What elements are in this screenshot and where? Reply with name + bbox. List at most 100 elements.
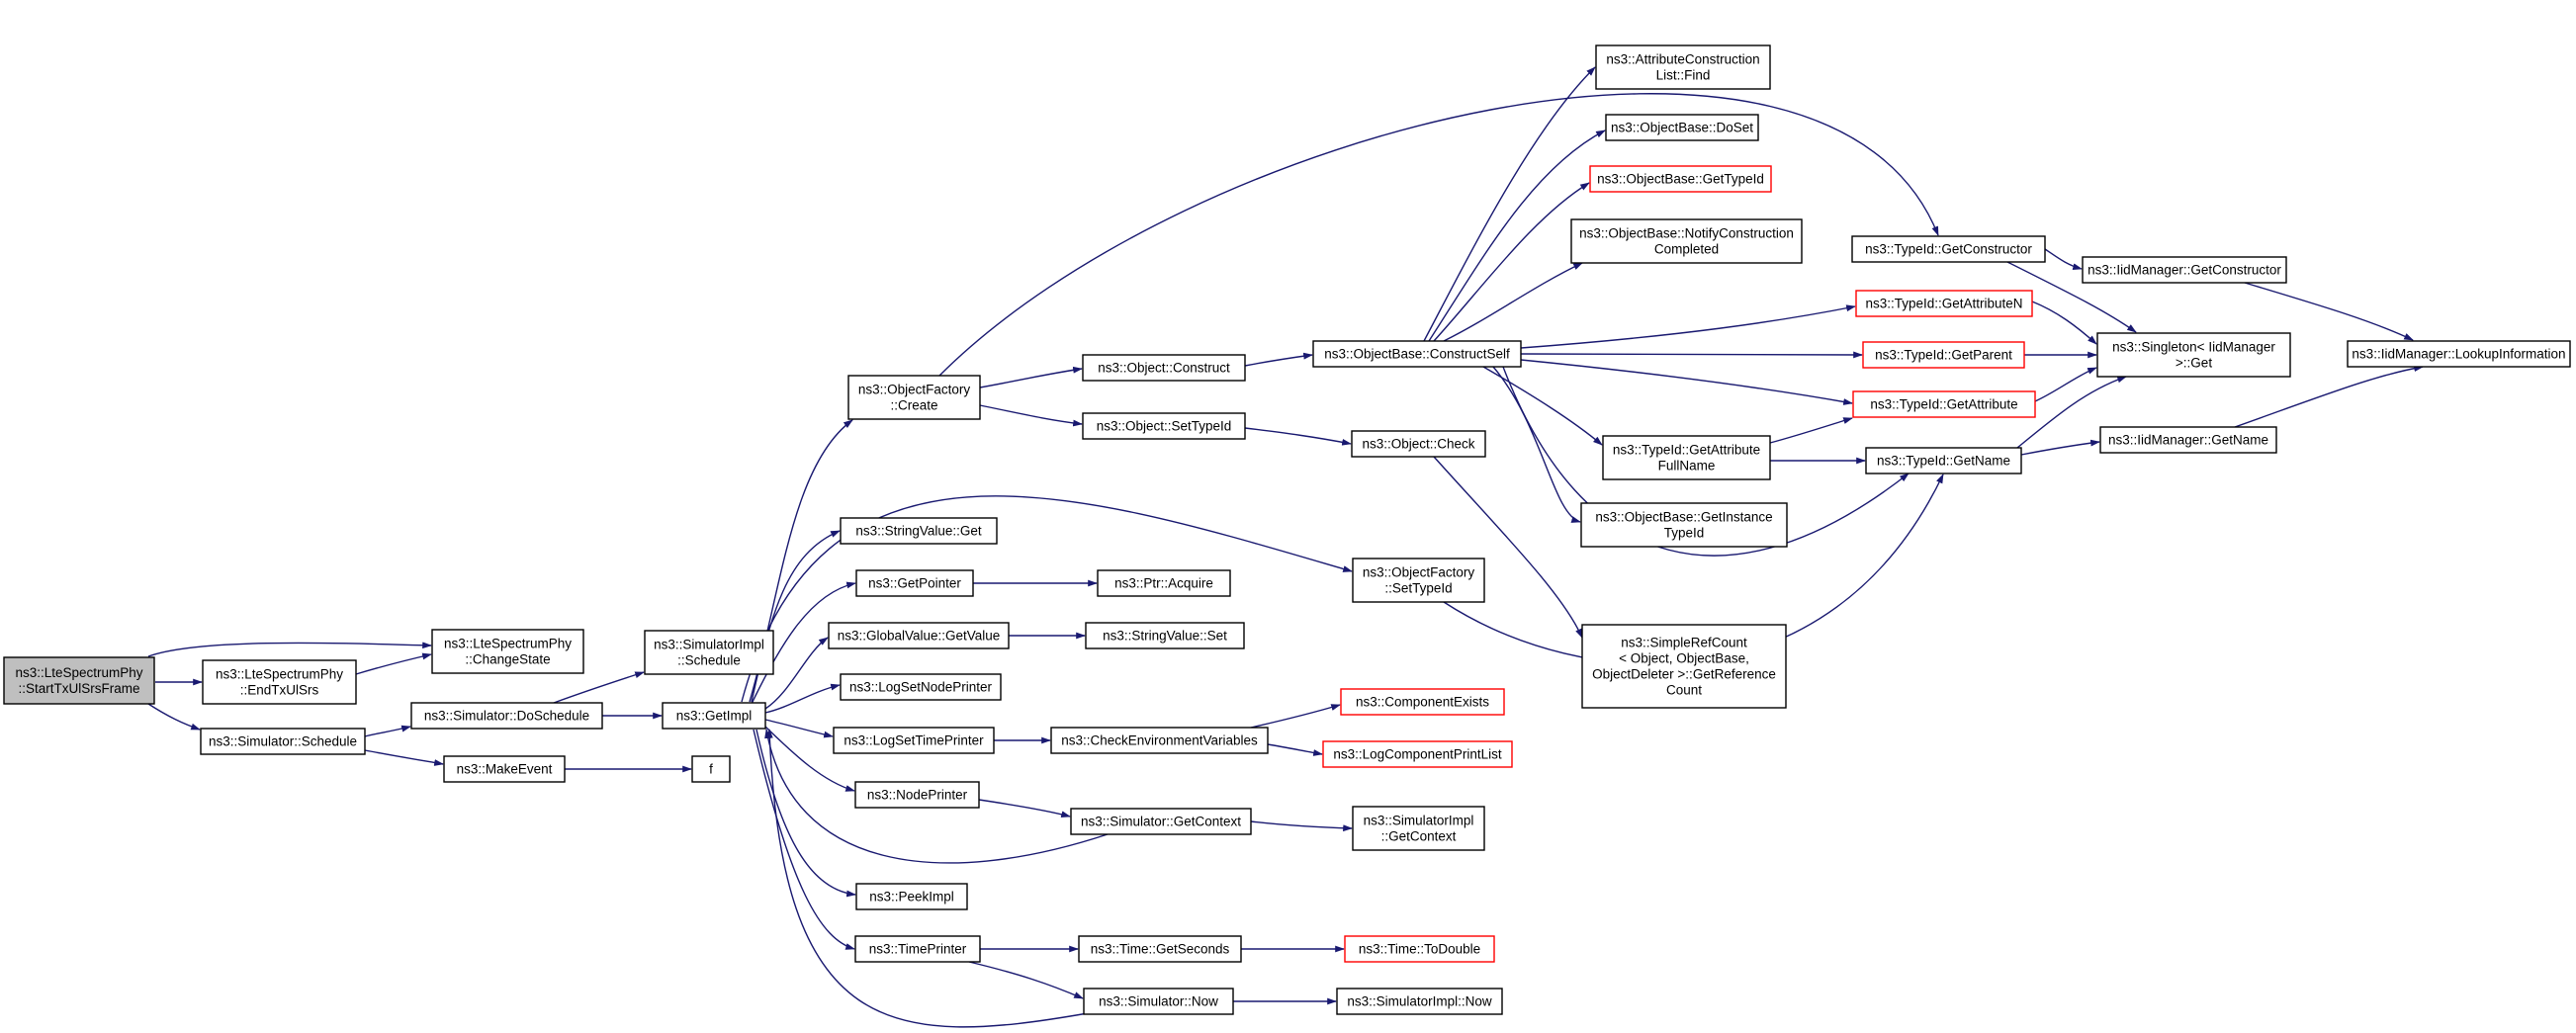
function-node[interactable]: ns3::Time::GetSeconds [1078, 935, 1242, 963]
node-box[interactable] [2099, 426, 2277, 454]
node-box[interactable] [1085, 622, 1245, 649]
node-box[interactable] [1589, 165, 1772, 193]
function-node[interactable]: ns3::LteSpectrumPhy::EndTxUlSrs [202, 659, 357, 705]
function-node[interactable]: ns3::GetPointer [855, 569, 974, 597]
function-node[interactable]: ns3::ObjectBase::GetTypeId [1589, 165, 1772, 193]
function-node[interactable]: ns3::SimulatorImpl::Now [1336, 988, 1503, 1015]
node-box[interactable] [1352, 558, 1485, 603]
node-box[interactable] [1344, 935, 1495, 963]
node-box[interactable] [1082, 354, 1246, 382]
function-node[interactable]: ns3::GlobalValue::GetValue [828, 622, 1010, 649]
node-box[interactable] [1855, 290, 2033, 317]
function-node[interactable]: ns3::SimulatorImpl::Schedule [644, 630, 774, 675]
function-node[interactable]: ns3::TypeId::GetAttribute [1852, 390, 2036, 418]
function-node[interactable]: ns3::SimpleRefCount< Object, ObjectBase,… [1581, 624, 1787, 709]
node-box[interactable] [1862, 341, 2025, 369]
function-node[interactable]: ns3::Object::Check [1351, 430, 1486, 458]
node-box[interactable] [1352, 806, 1485, 851]
node-box[interactable] [1351, 430, 1486, 458]
function-node[interactable]: ns3::ObjectBase::NotifyConstructionCompl… [1570, 218, 1803, 264]
node-box[interactable] [200, 728, 366, 755]
node-box[interactable] [1336, 988, 1503, 1015]
node-box[interactable] [1605, 114, 1759, 141]
node-box[interactable] [2347, 340, 2571, 368]
function-node[interactable]: ns3::LteSpectrumPhy::StartTxUlSrsFrame [3, 656, 155, 705]
node-box[interactable] [410, 702, 603, 730]
function-node[interactable]: ns3::IidManager::GetName [2099, 426, 2277, 454]
function-node[interactable]: ns3::Object::SetTypeId [1082, 412, 1246, 440]
node-box[interactable] [662, 702, 766, 730]
function-node[interactable]: ns3::TypeId::GetParent [1862, 341, 2025, 369]
function-node[interactable]: ns3::Time::ToDouble [1344, 935, 1495, 963]
function-node[interactable]: ns3::ComponentExists [1340, 688, 1505, 716]
node-box[interactable] [644, 630, 774, 675]
node-box[interactable] [855, 569, 974, 597]
function-node[interactable]: ns3::ObjectBase::ConstructSelf [1312, 340, 1522, 368]
function-node[interactable]: ns3::PeekImpl [855, 883, 968, 910]
node-box[interactable] [443, 755, 566, 783]
node-box[interactable] [1082, 412, 1246, 440]
node-box[interactable] [691, 755, 731, 783]
function-node[interactable]: ns3::GetImpl [662, 702, 766, 730]
function-node[interactable]: ns3::Ptr::Acquire [1097, 569, 1231, 597]
node-box[interactable] [847, 375, 981, 420]
node-box[interactable] [1852, 390, 2036, 418]
function-node[interactable]: ns3::Simulator::Schedule [200, 728, 366, 755]
function-node[interactable]: ns3::LogSetTimePrinter [833, 727, 995, 754]
node-box[interactable] [840, 517, 998, 545]
function-node[interactable]: ns3::Singleton< IidManager>::Get [2096, 332, 2291, 378]
node-box[interactable] [1865, 447, 2022, 474]
function-node[interactable]: ns3::IidManager::GetConstructor [2082, 256, 2287, 284]
function-node[interactable]: ns3::IidManager::LookupInformation [2347, 340, 2571, 368]
node-box[interactable] [855, 883, 968, 910]
function-node[interactable]: ns3::NodePrinter [854, 781, 980, 809]
function-node[interactable]: ns3::SimulatorImpl::GetContext [1352, 806, 1485, 851]
node-box[interactable] [1570, 218, 1803, 264]
node-box[interactable] [828, 622, 1010, 649]
function-node[interactable]: ns3::StringValue::Get [840, 517, 998, 545]
function-node[interactable]: ns3::TypeId::GetName [1865, 447, 2022, 474]
function-node[interactable]: ns3::TypeId::GetConstructor [1851, 235, 2046, 263]
node-box[interactable] [1340, 688, 1505, 716]
function-node[interactable]: ns3::Object::Construct [1082, 354, 1246, 382]
function-node[interactable]: ns3::Simulator::Now [1083, 988, 1234, 1015]
node-box[interactable] [1050, 727, 1269, 754]
node-box[interactable] [1581, 624, 1787, 709]
node-box[interactable] [2096, 332, 2291, 378]
node-box[interactable] [431, 629, 584, 674]
function-node[interactable]: ns3::LogComponentPrintList [1322, 740, 1513, 768]
node-box[interactable] [1851, 235, 2046, 263]
node-box[interactable] [1083, 988, 1234, 1015]
node-box[interactable] [202, 659, 357, 705]
function-node[interactable]: f [691, 755, 731, 783]
function-node[interactable]: ns3::ObjectFactory::SetTypeId [1352, 558, 1485, 603]
function-node[interactable]: ns3::LogSetNodePrinter [840, 673, 1002, 701]
node-box[interactable] [833, 727, 995, 754]
node-box[interactable] [840, 673, 1002, 701]
function-node[interactable]: ns3::TypeId::GetAttributeN [1855, 290, 2033, 317]
node-box[interactable] [3, 656, 155, 705]
node-box[interactable] [1097, 569, 1231, 597]
node-box[interactable] [2082, 256, 2287, 284]
node-box[interactable] [1580, 502, 1788, 548]
node-box[interactable] [854, 935, 981, 963]
function-node[interactable]: ns3::LteSpectrumPhy::ChangeState [431, 629, 584, 674]
node-box[interactable] [1322, 740, 1513, 768]
node-box[interactable] [1312, 340, 1522, 368]
function-node[interactable]: ns3::ObjectFactory::Create [847, 375, 981, 420]
node-box[interactable] [854, 781, 980, 809]
function-node[interactable]: ns3::ObjectBase::DoSet [1605, 114, 1759, 141]
function-node[interactable]: ns3::StringValue::Set [1085, 622, 1245, 649]
node-box[interactable] [1602, 435, 1771, 480]
function-node[interactable]: ns3::Simulator::GetContext [1070, 808, 1252, 835]
function-node[interactable]: ns3::CheckEnvironmentVariables [1050, 727, 1269, 754]
node-box[interactable] [1078, 935, 1242, 963]
function-node[interactable]: ns3::MakeEvent [443, 755, 566, 783]
node-box[interactable] [1595, 44, 1771, 90]
function-node[interactable]: ns3::TimePrinter [854, 935, 981, 963]
node-box[interactable] [1070, 808, 1252, 835]
function-node[interactable]: ns3::Simulator::DoSchedule [410, 702, 603, 730]
